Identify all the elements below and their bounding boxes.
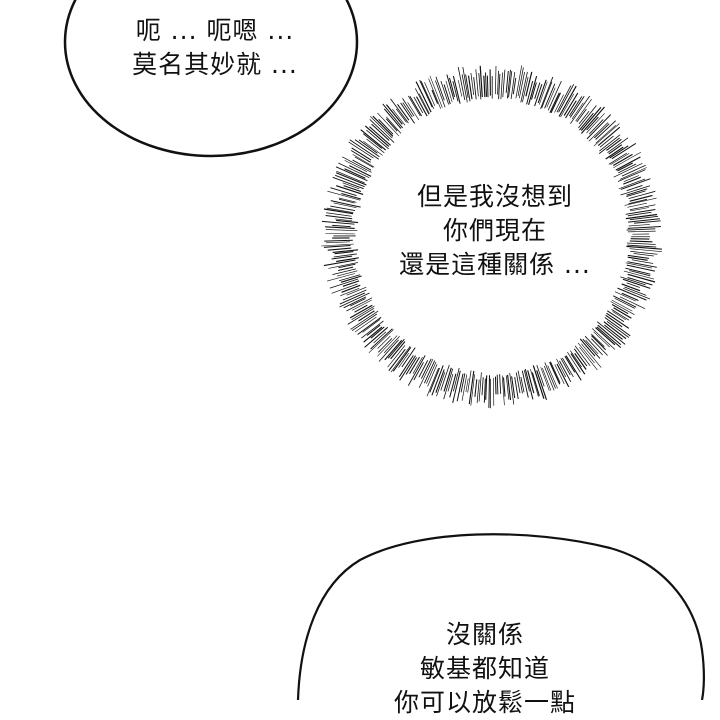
burst-stroke xyxy=(498,71,499,95)
burst-stroke xyxy=(622,293,639,300)
burst-stroke xyxy=(587,115,611,139)
burst-stroke xyxy=(484,76,485,97)
burst-stroke xyxy=(496,377,497,395)
burst-bubble-line-1: 但是我沒想到 xyxy=(370,180,620,214)
burst-stroke xyxy=(581,344,601,368)
burst-stroke xyxy=(477,380,479,403)
burst-stroke xyxy=(453,76,460,104)
burst-stroke xyxy=(628,278,653,286)
burst-stroke xyxy=(569,97,581,116)
burst-stroke xyxy=(330,279,358,288)
panel-art xyxy=(0,0,720,700)
burst-stroke xyxy=(503,70,505,97)
burst-stroke xyxy=(328,248,352,250)
burst-stroke xyxy=(403,103,413,117)
burst-stroke xyxy=(612,305,628,314)
burst-stroke xyxy=(326,230,358,231)
burst-stroke xyxy=(482,377,483,395)
burst-stroke xyxy=(521,377,524,392)
burst-stroke xyxy=(628,231,656,232)
burst-stroke xyxy=(332,225,351,226)
burst-stroke xyxy=(501,73,503,100)
burst-stroke xyxy=(336,173,366,185)
burst-stroke xyxy=(607,139,622,150)
burst-stroke xyxy=(444,368,451,392)
burst-stroke xyxy=(331,201,361,208)
burst-stroke xyxy=(580,347,598,370)
burst-bubble-text: 但是我沒想到 你們現在 還是這種關係 ... xyxy=(370,180,620,282)
burst-stroke xyxy=(475,379,477,397)
top-bubble-line-1: 呃 ... 呃嗯 ... xyxy=(100,14,330,48)
burst-stroke xyxy=(326,242,350,243)
burst-stroke xyxy=(453,371,461,403)
bottom-bubble-line-1: 沒關係 xyxy=(370,618,600,652)
burst-stroke xyxy=(627,243,656,245)
burst-stroke xyxy=(627,229,656,230)
burst-stroke xyxy=(489,375,490,408)
burst-stroke xyxy=(462,375,467,401)
burst-stroke xyxy=(545,363,556,389)
burst-stroke xyxy=(591,339,607,356)
burst-stroke xyxy=(630,241,653,242)
burst-stroke xyxy=(441,81,449,105)
burst-bubble-line-2: 你們現在 xyxy=(370,214,620,248)
bottom-bubble-line-3: 你可以放鬆一點 xyxy=(370,686,600,720)
burst-stroke xyxy=(444,369,453,399)
burst-stroke xyxy=(476,69,479,96)
burst-stroke xyxy=(352,300,372,310)
burst-stroke xyxy=(630,205,656,210)
comic-panel: 呃 ... 呃嗯 ... 莫名其妙就 ... 但是我沒想到 你們現在 還是這種關… xyxy=(0,0,720,700)
burst-stroke xyxy=(328,263,358,269)
bottom-bubble-line-2: 敏基都知道 xyxy=(370,652,600,686)
burst-bubble-line-3: 還是這種關係 ... xyxy=(370,248,620,282)
burst-stroke xyxy=(497,375,498,395)
burst-stroke xyxy=(625,287,647,295)
burst-stroke xyxy=(486,73,487,97)
burst-stroke xyxy=(359,140,377,153)
burst-stroke xyxy=(349,166,371,177)
burst-stroke xyxy=(512,376,515,398)
burst-stroke xyxy=(499,74,500,99)
burst-stroke xyxy=(592,336,606,350)
top-bubble-line-2: 莫名其妙就 ... xyxy=(100,48,330,82)
burst-stroke xyxy=(479,372,481,401)
burst-stroke xyxy=(437,372,445,396)
burst-stroke xyxy=(336,220,358,222)
burst-stroke xyxy=(406,358,417,375)
burst-stroke xyxy=(629,199,647,203)
burst-stroke xyxy=(495,66,496,94)
burst-stroke xyxy=(430,76,442,108)
burst-stroke xyxy=(628,227,661,229)
bottom-bubble-text: 沒關係 敏基都知道 你可以放鬆一點 xyxy=(370,618,600,720)
burst-stroke xyxy=(468,370,471,392)
burst-stroke xyxy=(352,314,377,331)
burst-stroke xyxy=(629,224,650,226)
burst-stroke xyxy=(352,148,371,160)
burst-stroke xyxy=(474,77,477,99)
burst-stroke xyxy=(324,240,353,241)
burst-stroke xyxy=(500,374,501,394)
burst-stroke xyxy=(487,76,488,98)
top-bubble-text: 呃 ... 呃嗯 ... 莫名其妙就 ... xyxy=(100,14,330,82)
